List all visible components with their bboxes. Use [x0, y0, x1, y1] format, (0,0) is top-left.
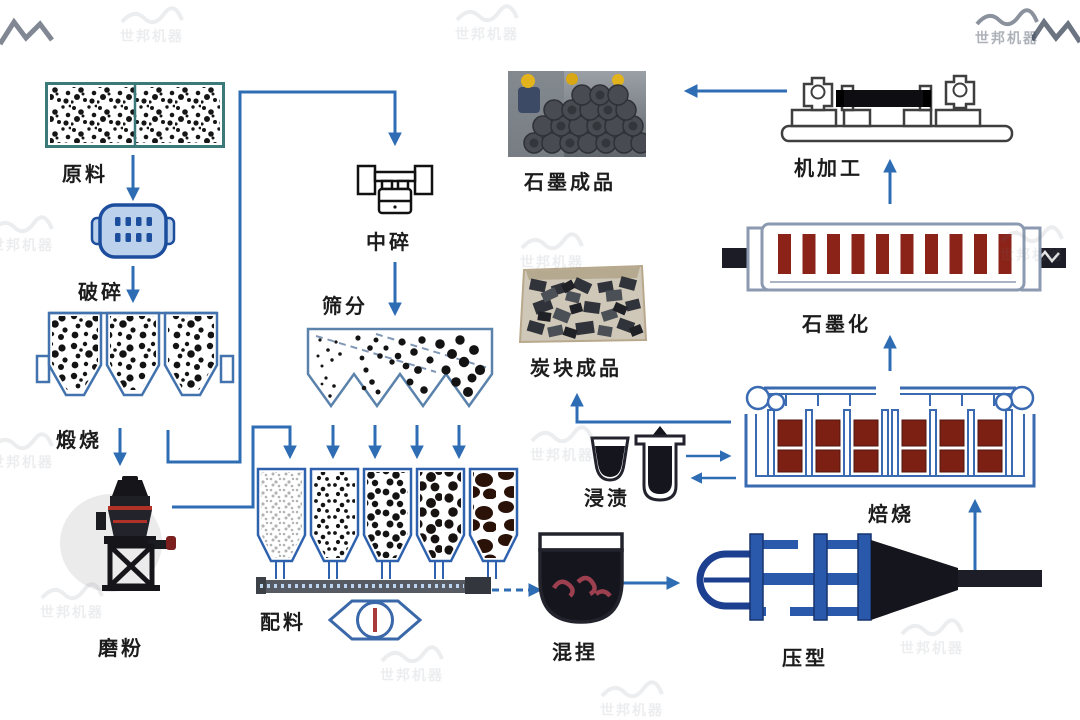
label-press: 压型 [782, 646, 828, 670]
kneader-bowl [538, 532, 624, 624]
mid-crusher-icon [356, 164, 434, 215]
label-graphite-product: 石墨成品 [524, 170, 616, 194]
label-roast: 焙烧 [868, 502, 914, 526]
label-mid-crush: 中碎 [366, 230, 412, 254]
watermark: 世邦机器 [600, 680, 664, 720]
label-graphitize: 石墨化 [802, 312, 871, 336]
watermark: 世邦机器 [380, 645, 444, 685]
label-machining: 机加工 [794, 156, 863, 180]
press-extruder [696, 533, 1042, 621]
watermark: 世邦机器 [120, 6, 184, 46]
calciner-hoppers [35, 311, 235, 397]
label-impregnate: 浸渍 [584, 486, 630, 510]
label-crush: 破碎 [78, 280, 124, 304]
label-grind: 磨粉 [98, 636, 144, 660]
graphite-product-photo [508, 71, 646, 157]
watermark: 世邦机器 [530, 425, 594, 465]
raw-material-box [45, 82, 225, 148]
mill-machine-photo [96, 476, 176, 591]
weigher-symbol [328, 599, 422, 641]
label-raw: 原料 [62, 162, 108, 186]
watermark: 世邦机器 [0, 215, 54, 255]
impregnation-vessels [590, 426, 686, 502]
crusher-icon [90, 203, 176, 259]
batching-hoppers [256, 467, 519, 594]
corner-watermark-fragment [0, 17, 54, 46]
label-knead: 混捏 [552, 640, 598, 664]
watermark: 世邦机器 [0, 432, 54, 472]
watermark: 世邦机器 [455, 4, 519, 44]
label-screen: 筛分 [322, 294, 368, 318]
graphitization-furnace [722, 222, 1066, 292]
screening-unit [306, 327, 494, 409]
roasting-furnace [744, 385, 1036, 488]
label-carbon-product: 炭块成品 [530, 356, 622, 380]
corner-watermark-fragment [1032, 17, 1080, 44]
carbon-product-photo [518, 264, 648, 344]
arrow-roast-to-carbon-product [570, 392, 731, 424]
machining-lathe [780, 74, 1014, 143]
label-calcine: 煅烧 [56, 428, 102, 452]
label-batch: 配料 [260, 610, 306, 634]
watermark: 世邦机器 [975, 8, 1039, 48]
